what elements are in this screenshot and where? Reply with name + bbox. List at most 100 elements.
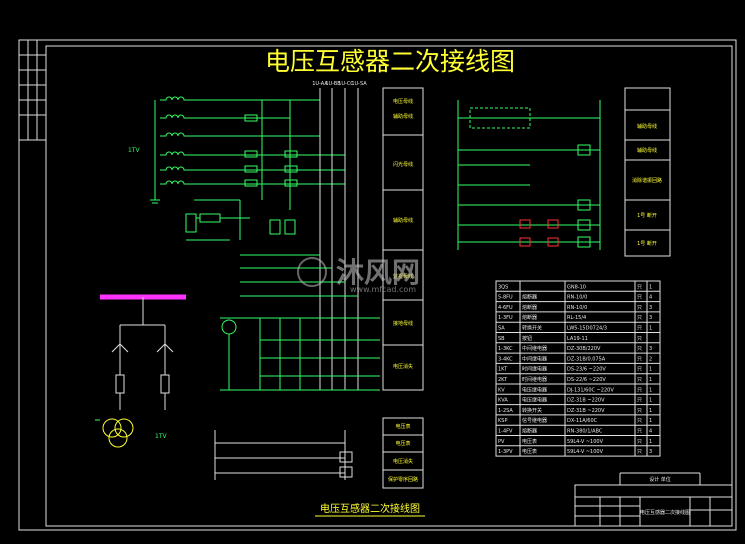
func-center-6: 电压消失 <box>393 363 413 370</box>
func-column-bottom <box>382 417 424 489</box>
bom-cell: 只 <box>637 418 642 424</box>
bus-label-sa: 1U-SA <box>351 81 367 87</box>
bom-cell: 59L4-V ~100V <box>567 439 604 445</box>
bom-cell: 3-4KC <box>498 356 513 362</box>
bom-cell: 2 <box>649 356 652 362</box>
bom-cell: PV <box>498 439 505 445</box>
bom-cell: 3 <box>649 449 652 455</box>
bom-cell: 只 <box>637 284 642 290</box>
watermark-logo-icon <box>297 257 327 287</box>
bom-cell: 3 <box>649 305 652 311</box>
bom-cell: 转换开关 <box>522 407 542 414</box>
pt-label-lower: 1TV <box>155 433 167 440</box>
func-bottom-3: 保护零序回路 <box>388 476 418 483</box>
func-center-5: 接地母线 <box>393 320 413 327</box>
bom-cell: KSP <box>498 418 507 424</box>
bom-cell: 熔断器 <box>522 428 537 435</box>
bom-cell: 4 <box>649 295 652 301</box>
bus-label-a: 1U-AA <box>312 81 328 87</box>
page-title: 电压互感器二次接线图 <box>265 47 515 76</box>
bom-cell: 4 <box>649 429 652 435</box>
bom-cell: 电压继电器 <box>522 386 547 393</box>
title-block-drawing-name: 电压互感器二次接线图 <box>640 509 690 516</box>
title-block-header: 设计 单位 <box>649 476 671 483</box>
func-column-right-cells <box>625 109 670 231</box>
bom-cell: 4-6FU <box>498 305 513 311</box>
func-right-1: 辅助母线 <box>637 147 657 154</box>
bom-cell: 只 <box>637 449 642 455</box>
bom-cell: 只 <box>637 315 642 321</box>
bom-cell: 时间继电器 <box>522 376 547 383</box>
func-center-0: 电压母线 <box>393 98 413 105</box>
bom-cell: LA19-11 <box>567 336 588 342</box>
bom-cell: 只 <box>637 439 642 445</box>
bom-cell: 电压表 <box>522 448 537 455</box>
bom-cell: RN-10/0 <box>567 295 587 301</box>
func-right-0: 辅助母线 <box>637 123 657 130</box>
bom-cell: 只 <box>637 429 642 435</box>
bom-cell: 3 <box>649 315 652 321</box>
bom-cell: 1 <box>649 387 652 393</box>
bom-cell: 中间继电器 <box>522 345 547 352</box>
bom-cell: 熔断器 <box>522 294 537 301</box>
title-block <box>574 472 733 527</box>
bom-cell: 5-8FU <box>498 295 513 301</box>
bom-cell: 信号继电器 <box>522 417 547 424</box>
bom-cell: 1 <box>649 367 652 373</box>
bom-cell: DZ-31B ~220V <box>567 408 605 414</box>
bom-cell: 2KT <box>498 377 508 383</box>
bom-cell: 1 <box>649 326 652 332</box>
bom-cell: 熔断器 <box>522 304 537 311</box>
bom-cell: 1-3KC <box>498 346 513 352</box>
bom-cell: DX-11A/60C <box>567 418 598 424</box>
outer-frame <box>18 39 737 531</box>
bottom-voltage-circuit <box>214 430 353 480</box>
drawing-subtitle: 电压互感器二次接线图 <box>320 502 420 515</box>
bom-cell: 只 <box>637 398 642 404</box>
bom-cell: 1 <box>649 439 652 445</box>
pt-label-upper: 1TV <box>128 147 140 154</box>
bom-cell: 59L4-V ~100V <box>567 449 604 455</box>
bom-cell: SA <box>498 326 505 332</box>
func-center-3: 辅助母线 <box>393 217 413 224</box>
watermark: 沐风网 www.mfcad.com <box>297 256 420 294</box>
func-column-center <box>382 87 424 391</box>
bom-cell: DS-23/6 ~220V <box>567 367 606 373</box>
func-bottom-0: 电压表 <box>395 423 410 430</box>
bom-cell: RN-380/1/ABC <box>567 429 603 435</box>
bom-cell: 只 <box>637 387 642 393</box>
bom-cell: 只 <box>637 356 642 362</box>
bom-table: 3QS GN8-10 只 1 5-8FU 熔断器 RN-10/0 只 4 4-6FU 熔断器 RN-1… <box>495 280 661 457</box>
bom-cell: 只 <box>637 408 642 414</box>
watermark-brand: 沐风网 <box>336 256 420 289</box>
bom-cell: DZ-31B ~220V <box>567 398 605 404</box>
bom-cell: 1-3PV <box>498 449 513 455</box>
bom-cell: RN-10/0 <box>567 305 587 311</box>
bom-cell: RL-15/4 <box>567 315 586 321</box>
bom-cell: KVA <box>498 398 508 404</box>
bom-cell: 熔断器 <box>522 314 537 321</box>
func-center-1: 辅助母线 <box>393 113 413 120</box>
bom-cell: 3 <box>649 346 652 352</box>
bom-cell: 按钮 <box>522 335 532 342</box>
pt-secondary-windings <box>150 96 345 241</box>
bom-cell: 只 <box>637 336 642 342</box>
relay-contact-grid <box>220 254 380 391</box>
bom-cell: 3QS <box>498 284 508 290</box>
bom-cell: 1 <box>649 408 652 414</box>
func-right-2: 消除谐振回路 <box>632 177 662 184</box>
bom-cell: 只 <box>637 367 642 373</box>
bom-frame <box>495 280 661 457</box>
bom-cell: LW5-15D0724/3 <box>567 326 607 332</box>
bom-cell: 中间继电器 <box>522 355 547 362</box>
bom-cell: 只 <box>637 295 642 301</box>
bom-cell: GN8-10 <box>567 284 586 290</box>
vertical-buses <box>319 88 359 390</box>
func-bottom-1: 电压表 <box>395 440 410 447</box>
func-right-4: 1号 断开 <box>637 240 657 247</box>
func-center-2: 闪光母线 <box>393 161 413 168</box>
bom-cell: SB <box>498 336 505 342</box>
bom-cell: DZ-30B/220V <box>567 346 601 352</box>
bom-cell: KV <box>498 387 505 393</box>
